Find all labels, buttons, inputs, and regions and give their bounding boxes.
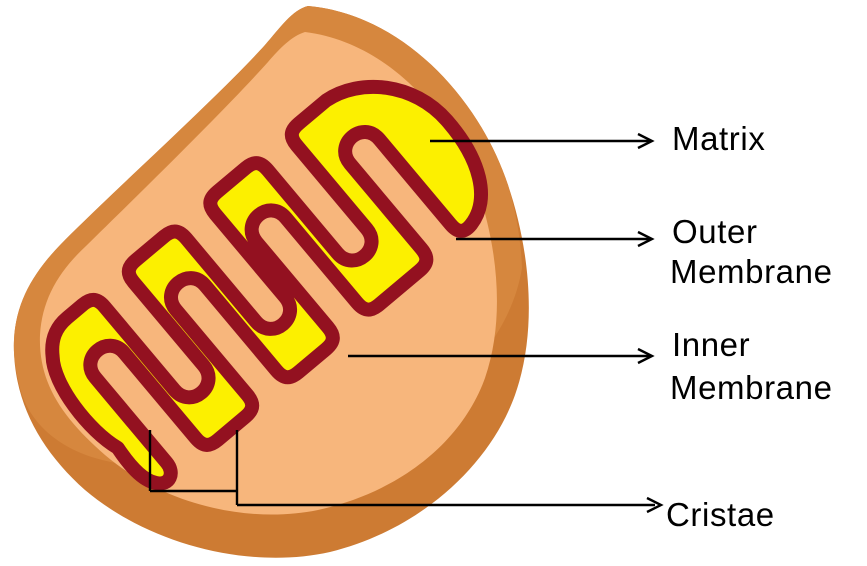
inner-membrane-arrow	[348, 347, 655, 365]
outer-membrane-label-line1: Outer	[672, 213, 758, 250]
cristae-bracket-arrow	[148, 430, 664, 514]
matrix-arrow	[430, 132, 655, 150]
inner-membrane-and-matrix-shape	[45, 79, 489, 491]
matrix-label: Matrix	[672, 120, 765, 157]
inner-membrane-label-line1: Inner	[672, 326, 750, 363]
matrix-arrowhead-icon	[637, 132, 655, 150]
inner-membrane-label-line2: Membrane	[670, 369, 833, 406]
inner-membrane-arrowhead-icon	[637, 347, 655, 365]
cristae-arrowhead-icon	[646, 496, 664, 514]
outer-membrane-label-line2: Membrane	[670, 253, 833, 290]
outer-membrane-arrowhead-icon	[637, 230, 655, 248]
outer-membrane-arrow	[456, 230, 655, 248]
cristae-label: Cristae	[666, 496, 775, 533]
